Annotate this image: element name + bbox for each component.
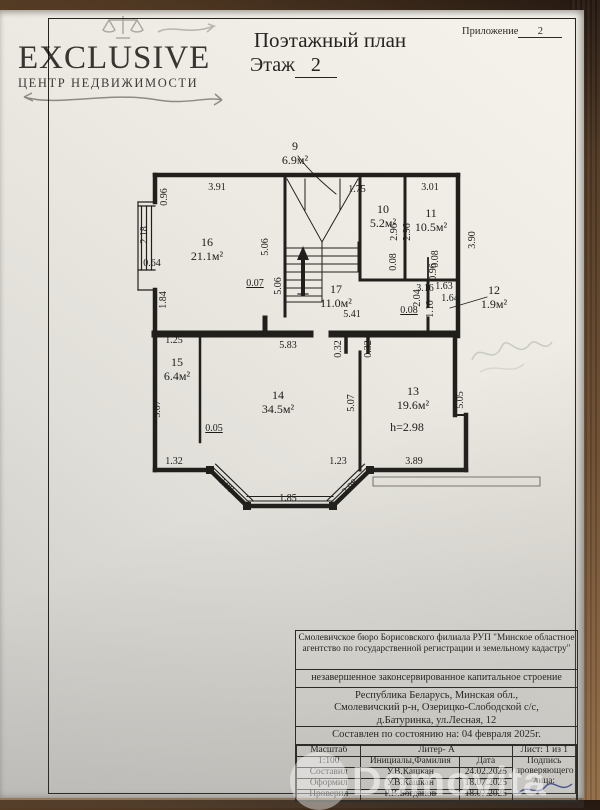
- bureau-name: Смолевичское бюро Борисовского филиала Р…: [296, 631, 577, 670]
- address-line-1: Республика Беларусь, Минская обл.,: [355, 690, 518, 701]
- dimension-label: 1.84: [158, 291, 169, 309]
- as-of-date: Составлен по состоянию на: 04 февраля 20…: [296, 727, 577, 745]
- faint-signature: [471, 341, 553, 373]
- sign-header: Подпись проверяющего лица:: [514, 756, 574, 786]
- room-number: 13: [407, 384, 419, 398]
- room-area: 19.6м²: [397, 398, 430, 412]
- room-area: 34.5м²: [262, 402, 295, 416]
- dimension-label: 1.10: [425, 300, 436, 318]
- dimension-label: 0.64: [143, 258, 161, 269]
- dimension-label: 0.07: [246, 278, 264, 289]
- dimension-label: 3.91: [208, 182, 226, 193]
- signature-table: Масштаб Литер- А Лист: 1 из 1 1:100 Иниц…: [295, 745, 578, 801]
- floor-plan-drawing: 3.91 1.75 3.01 0.96 2.18 0.64 1.84 5.06 0.07 5.06…: [137, 139, 553, 510]
- dimension-label: 0.08: [430, 250, 441, 268]
- room-number: 11: [425, 206, 437, 220]
- agency-logo-name: EXCLUSIVE: [18, 40, 211, 76]
- room-number: 17: [330, 282, 342, 296]
- dimension-label: 0.05: [205, 423, 223, 434]
- agency-logo: EXCLUSIVE ЦЕНТР НЕДВИЖИМОСТИ: [18, 12, 238, 107]
- dimension-label: 0.32: [363, 340, 374, 358]
- dimension-label: 1.63: [435, 281, 453, 292]
- domovita-watermark: Domovita: [290, 752, 547, 810]
- dimension-label: 3.01: [421, 182, 439, 193]
- room-number: 12: [488, 283, 500, 297]
- dimension-label: 2.96: [389, 223, 400, 241]
- domovita-circle-icon: [290, 752, 348, 810]
- address-line-3: д.Батуринка, ул.Лесная, 12: [376, 714, 497, 726]
- sign-cell: Подпись проверяющего лица:: [511, 756, 578, 801]
- dimension-label: 2.04: [412, 289, 423, 307]
- object-type: незавершенное законсервированное капитал…: [296, 670, 577, 688]
- room-area: 1.9м²: [481, 297, 508, 311]
- agency-logo-subtitle: ЦЕНТР НЕДВИЖИМОСТИ: [18, 76, 199, 90]
- plan-labels: 3.91 1.75 3.01 0.96 2.18 0.64 1.84 5.06 0.07 5.06…: [139, 139, 507, 504]
- dimension-label: 5.83: [279, 340, 297, 351]
- scales-icon: [102, 16, 217, 39]
- room-area: 6.9м²: [282, 153, 309, 167]
- blue-signature: [516, 783, 572, 795]
- dimension-label: 1.25: [165, 335, 183, 346]
- dimension-label: 0.32: [333, 340, 344, 358]
- dimension-label: 3.89: [405, 456, 423, 467]
- dimension-label: 0.96: [159, 188, 170, 206]
- room-number: 14: [272, 388, 284, 402]
- floor-word: Этаж: [250, 54, 295, 76]
- domovita-text: Domovita: [352, 757, 547, 804]
- dimension-label: 1.64: [441, 293, 459, 304]
- dimension-label: 5.07: [346, 394, 357, 412]
- dimension-label: 1.32: [165, 456, 183, 467]
- dimension-label: 5.06: [273, 277, 284, 295]
- dimension-label: 5.06: [260, 238, 271, 256]
- room-area: 10.5м²: [415, 220, 448, 234]
- room-number: 9: [292, 139, 298, 153]
- room-number: 16: [201, 235, 213, 249]
- room-height-note: h=2.98: [390, 420, 424, 434]
- dimension-label: 5.41: [343, 309, 361, 320]
- dimension-label: 2.18: [139, 226, 150, 244]
- dimension-label: 3.16: [416, 283, 434, 294]
- page-title: Поэтажный план: [253, 28, 407, 52]
- room-area: 5.2м²: [370, 216, 397, 230]
- dimension-label: 1.75: [348, 184, 366, 195]
- dimension-label: 5.07: [152, 400, 163, 418]
- logo-flourish: [23, 92, 223, 106]
- dimension-label: 0.96: [428, 263, 439, 281]
- attachment-number: 2: [518, 26, 563, 38]
- dimension-label: 1.23: [329, 456, 347, 467]
- floor-number: 2: [294, 54, 337, 78]
- attachment-word: Приложение: [462, 26, 519, 37]
- room-number: 10: [377, 202, 389, 216]
- address-line-2: Смолевичский р-н, Озерицко-Слободской с/…: [334, 702, 539, 714]
- dimension-label: 2.96: [402, 223, 413, 241]
- dimension-label: 3.90: [467, 231, 478, 249]
- dimension-label: 5.05: [455, 391, 466, 409]
- footer-title-block: Смолевичское бюро Борисовского филиала Р…: [295, 630, 578, 802]
- dimension-label: 0.08: [400, 305, 418, 316]
- room-number: 15: [171, 355, 183, 369]
- room-area: 11.0м²: [320, 296, 352, 310]
- room-area: 21.1м²: [191, 249, 224, 263]
- room-area: 6.4м²: [164, 369, 191, 383]
- dimension-label: 0.08: [388, 253, 399, 271]
- dimension-label: 1.85: [279, 493, 297, 504]
- object-address: Республика Беларусь, Минская обл., Смоле…: [296, 688, 577, 727]
